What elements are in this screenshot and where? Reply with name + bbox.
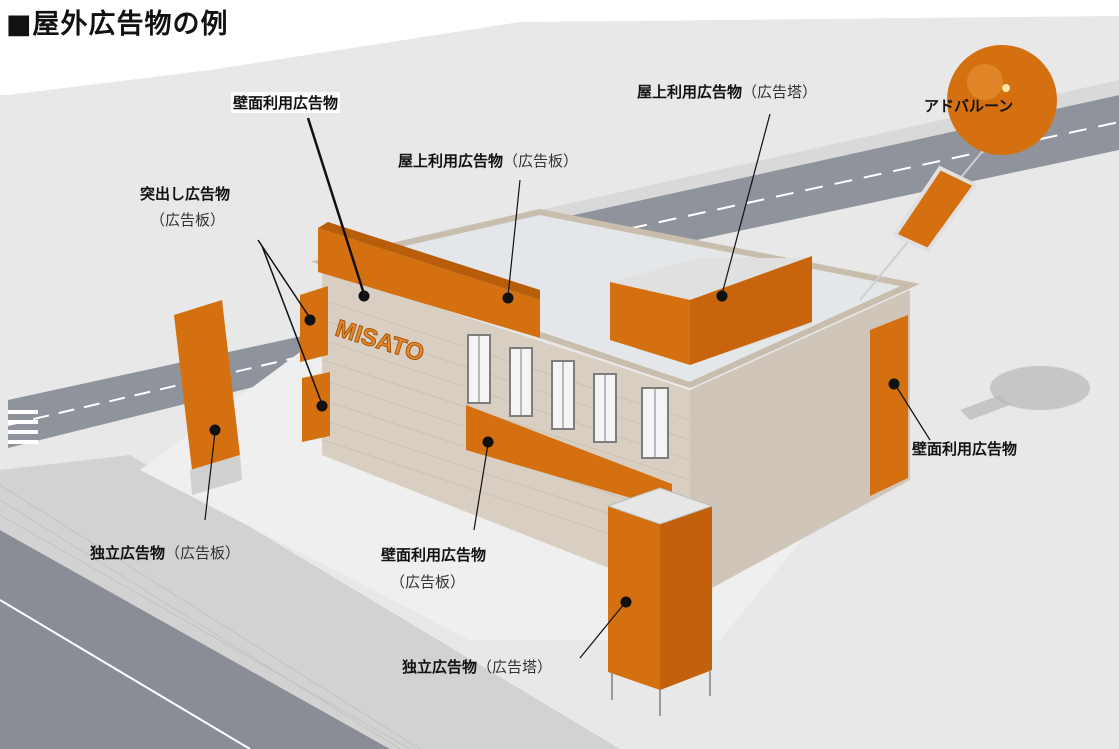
label-projecting-sub: （広告板） <box>150 211 226 229</box>
right-wall-sign <box>870 315 908 496</box>
label-wall-board-name: 壁面利用広告物 <box>381 546 487 564</box>
label-roof-tower-sub: （広告塔） <box>742 83 818 101</box>
label-wall-top: 壁面利用広告物 <box>231 92 341 113</box>
label-standalone-board: 独立広告物（広告板） <box>90 542 240 563</box>
label-balloon-name: アドバルーン <box>924 97 1014 115</box>
label-standalone-tower-sub: （広告塔） <box>477 658 553 676</box>
wall-board-sign <box>466 405 672 510</box>
label-wall-right-name: 壁面利用広告物 <box>912 440 1018 458</box>
left-road <box>8 330 330 448</box>
projecting-sign-bottom <box>302 372 330 442</box>
label-roof-board-sub: （広告板） <box>503 152 579 170</box>
balloon-banner <box>892 165 979 253</box>
projecting-sign-top <box>300 286 328 362</box>
label-wall-board-sub: （広告板） <box>390 573 466 591</box>
label-projecting-sub-wrap: （広告板） <box>150 209 225 230</box>
label-roof-board: 屋上利用広告物（広告板） <box>398 150 578 171</box>
standalone-board-sign <box>174 300 240 470</box>
label-roof-board-name: 屋上利用広告物 <box>398 152 504 170</box>
label-projecting-name: 突出し広告物 <box>140 185 231 203</box>
label-roof-tower-name: 屋上利用広告物 <box>637 83 743 101</box>
roof-board-sign <box>318 228 540 338</box>
label-standalone-board-sub: （広告板） <box>165 544 241 562</box>
label-wall-board-sub-wrap: （広告板） <box>390 571 465 592</box>
label-projecting: 突出し広告物 <box>140 183 230 204</box>
building-right-wall <box>690 290 910 600</box>
label-standalone-tower: 独立広告物（広告塔） <box>402 656 552 677</box>
label-standalone-tower-name: 独立広告物 <box>402 658 478 676</box>
label-balloon: アドバルーン <box>924 95 1013 116</box>
label-standalone-board-name: 独立広告物 <box>90 544 166 562</box>
label-wall-right: 壁面利用広告物 <box>912 438 1017 459</box>
label-wall-board: 壁面利用広告物 <box>381 544 486 565</box>
front-sidewalk <box>0 455 620 749</box>
label-wall-top-name: 壁面利用広告物 <box>233 94 339 112</box>
label-roof-tower: 屋上利用広告物（広告塔） <box>637 81 817 102</box>
crosswalk <box>8 410 38 444</box>
page-title: ■屋外広告物の例 <box>6 9 229 40</box>
roof-tower-sign <box>610 282 690 365</box>
